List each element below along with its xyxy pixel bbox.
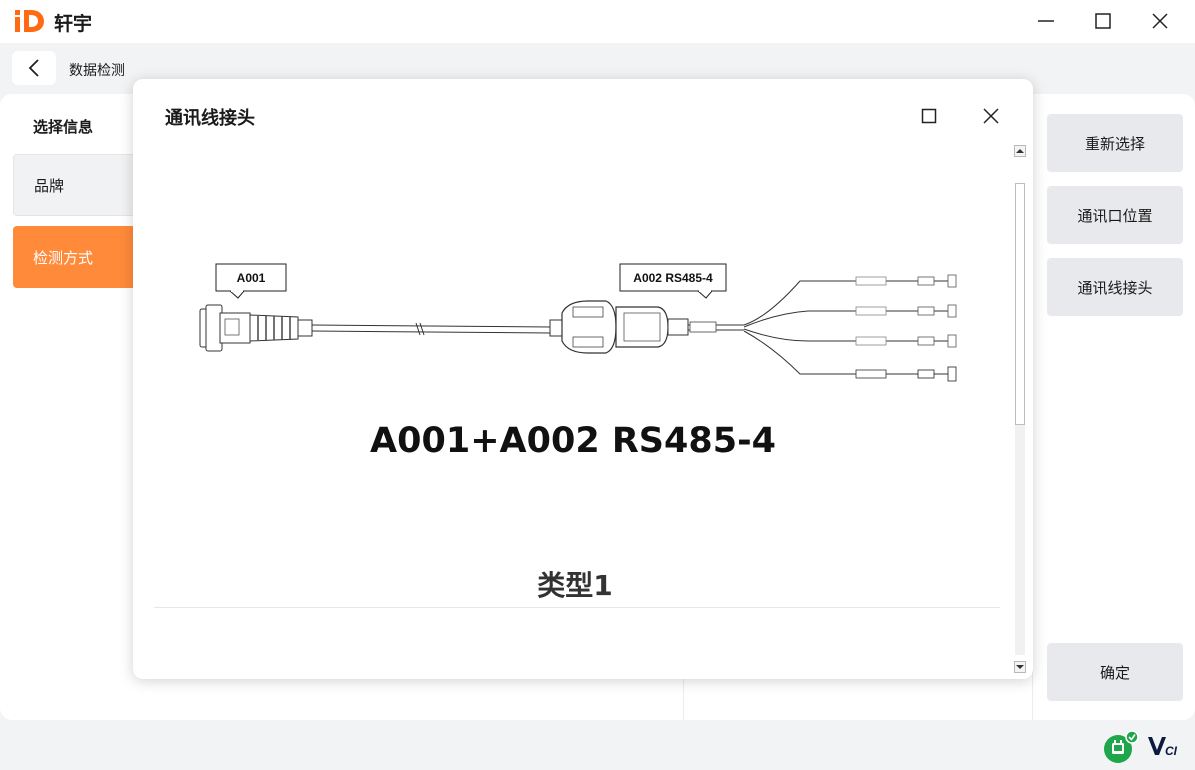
split-wires bbox=[743, 280, 948, 375]
maximize-button[interactable] bbox=[1087, 6, 1119, 36]
close-icon bbox=[1152, 13, 1168, 29]
callout-a001: A001 bbox=[215, 263, 287, 299]
reselect-button[interactable]: 重新选择 bbox=[1047, 114, 1183, 172]
port-location-button[interactable]: 通讯口位置 bbox=[1047, 186, 1183, 244]
close-icon bbox=[983, 108, 999, 124]
vci-connected-icon bbox=[1104, 730, 1139, 763]
cable-diagram-image: A001 A002 RS485-4 bbox=[199, 263, 957, 382]
dialog-close-button[interactable] bbox=[978, 103, 1004, 129]
wire-labels bbox=[855, 276, 887, 379]
wire-terminals bbox=[917, 274, 957, 382]
scroll-down-button[interactable] bbox=[1014, 661, 1026, 673]
type-label: 类型1 bbox=[537, 569, 613, 602]
app-name: 轩宇 bbox=[54, 13, 93, 35]
chevron-left-icon bbox=[28, 59, 39, 77]
triangle-down-icon bbox=[1016, 665, 1024, 669]
callout-a002-label: A002 RS485-4 bbox=[633, 271, 713, 285]
dialog-maximize-button[interactable] bbox=[921, 103, 937, 129]
dialog-title: 通讯线接头 bbox=[165, 108, 255, 129]
left-item-label: 检测方式 bbox=[33, 248, 94, 267]
triangle-up-icon bbox=[1016, 149, 1024, 153]
cable-connector-dialog: 通讯线接头 A001 A002 RS485-4 bbox=[133, 79, 1033, 679]
title-bar: 轩宇 bbox=[0, 0, 1195, 43]
section-title: 选择信息 bbox=[33, 118, 94, 136]
close-window-button[interactable] bbox=[1144, 6, 1176, 36]
callout-a002: A002 RS485-4 bbox=[619, 263, 727, 299]
app-logo-icon bbox=[15, 10, 44, 32]
left-item-label: 品牌 bbox=[34, 176, 65, 195]
maximize-icon bbox=[921, 108, 937, 124]
dialog-scrollbar[interactable] bbox=[1013, 143, 1027, 675]
cable-connector-button[interactable]: 通讯线接头 bbox=[1047, 258, 1183, 316]
scroll-rail[interactable] bbox=[1015, 425, 1025, 655]
a002-connector bbox=[549, 300, 689, 354]
page-title: 数据检测 bbox=[69, 63, 125, 79]
maximize-icon bbox=[1095, 13, 1111, 29]
divider bbox=[154, 607, 1000, 608]
back-button[interactable] bbox=[12, 51, 56, 85]
minimize-icon bbox=[1038, 20, 1054, 22]
scroll-thumb[interactable] bbox=[1015, 183, 1025, 425]
callout-a001-label: A001 bbox=[237, 271, 266, 285]
scroll-up-button[interactable] bbox=[1014, 145, 1026, 157]
svg-text:CI: CI bbox=[1165, 744, 1178, 758]
db9-connector bbox=[199, 304, 313, 352]
vci-logo-icon: CI bbox=[1148, 737, 1178, 758]
minimize-button[interactable] bbox=[1030, 6, 1062, 36]
cable-caption: A001+A002 RS485-4 bbox=[370, 421, 776, 461]
confirm-button[interactable]: 确定 bbox=[1047, 643, 1183, 701]
